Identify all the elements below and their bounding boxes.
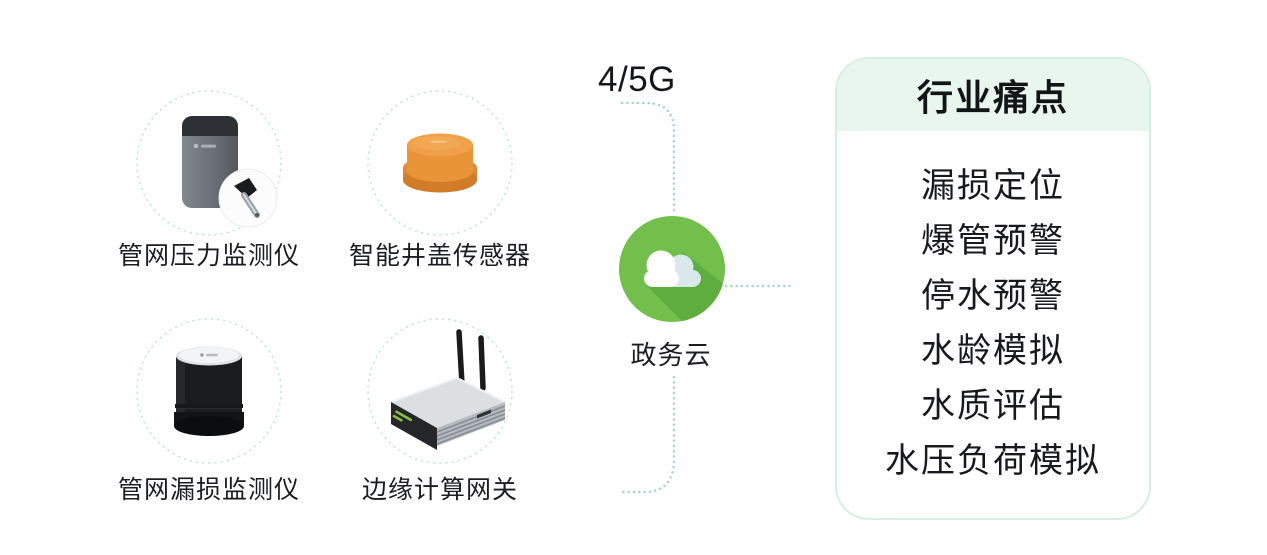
panel-body: 漏损定位 爆管预警 停水预警 水龄模拟 水质评估 水压负荷模拟	[837, 131, 1149, 485]
panel-header: 行业痛点	[837, 59, 1149, 131]
pressure-monitor-art	[182, 116, 278, 228]
device-pressure-monitor	[136, 90, 282, 236]
cloud-icon	[619, 216, 725, 322]
device-label-pressure-monitor: 管网压力监测仪	[117, 242, 300, 270]
pain-point-item: 水龄模拟	[921, 332, 1065, 370]
connector-cloud-to-bottom	[621, 375, 676, 494]
device-ring	[136, 318, 282, 464]
device-label-edge-gateway: 边缘计算网关	[361, 476, 518, 504]
network-label: 4/5G	[598, 60, 676, 99]
manhole-sensor-art	[403, 133, 477, 193]
panel-title: 行业痛点	[916, 77, 1069, 118]
device-edge-gateway	[367, 318, 513, 464]
device-leak-monitor	[136, 318, 282, 464]
pain-point-item: 水压负荷模拟	[885, 442, 1101, 480]
pain-point-item: 漏损定位	[921, 167, 1065, 205]
edge-gateway-art	[390, 329, 506, 450]
device-ring	[136, 90, 282, 236]
cloud-label: 政务云	[630, 340, 712, 370]
device-ring	[367, 318, 513, 464]
pain-points-panel: 行业痛点 漏损定位 爆管预警 停水预警 水龄模拟 水质评估 水压负荷模拟	[835, 57, 1151, 520]
device-ring	[367, 90, 513, 236]
device-label-leak-monitor: 管网漏损监测仪	[117, 476, 300, 504]
connector-top-to-cloud	[620, 101, 676, 215]
pain-point-item: 水质评估	[921, 387, 1065, 425]
device-label-manhole-sensor: 智能井盖传感器	[348, 242, 531, 270]
leak-monitor-art	[174, 346, 244, 436]
pain-point-item: 停水预警	[921, 277, 1065, 315]
pain-point-item: 爆管预警	[921, 222, 1065, 260]
device-manhole-sensor	[367, 90, 513, 236]
